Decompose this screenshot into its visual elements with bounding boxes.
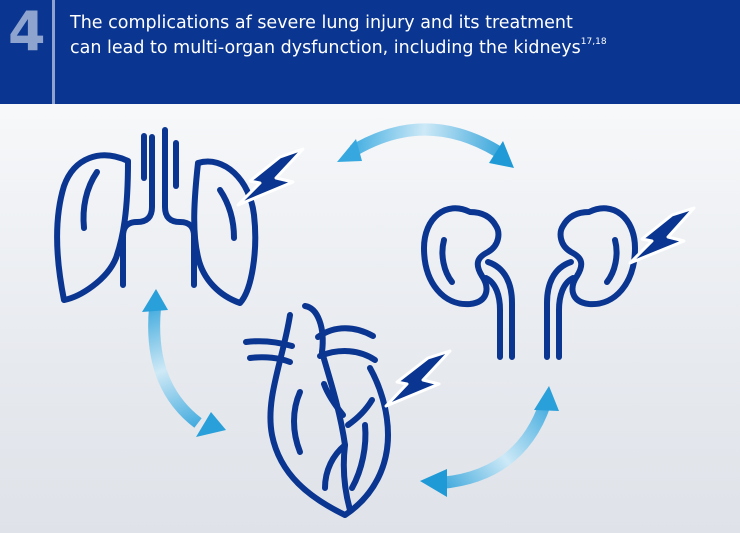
- arrow-lungs-heart-icon: [142, 289, 226, 437]
- heart-lightning-bolt-icon: [384, 349, 452, 408]
- kidneys-lightning-bolt-icon: [628, 206, 696, 265]
- citation-superscript: 17,18: [580, 37, 607, 47]
- organ-cycle-diagram: [54, 123, 696, 518]
- lungs-icon: [54, 127, 259, 306]
- step-number: 4: [8, 0, 46, 63]
- arrow-lungs-kidneys-icon: [337, 123, 514, 168]
- header-bar: 4 The complications af severe lung injur…: [0, 0, 740, 104]
- headline-line-1: The complications af severe lung injury …: [70, 13, 573, 33]
- header-divider: [52, 0, 55, 104]
- kidneys-icon: [421, 205, 638, 360]
- headline-line-2: can lead to multi-organ dysfunction, inc…: [70, 38, 581, 58]
- arrow-heart-kidneys-icon: [420, 386, 559, 497]
- lungs-lightning-bolt-icon: [236, 147, 305, 207]
- headline: The complications af severe lung injury …: [70, 11, 730, 61]
- heart-icon: [243, 303, 391, 518]
